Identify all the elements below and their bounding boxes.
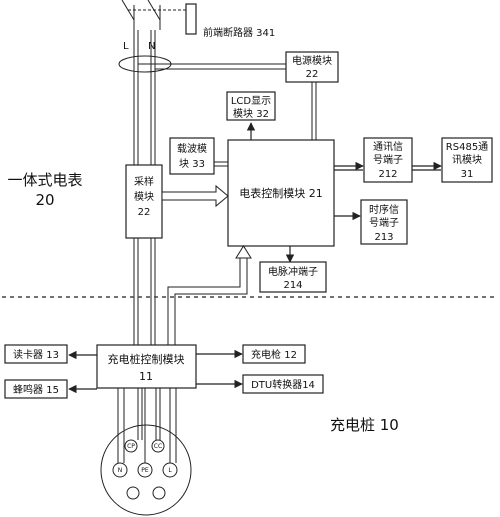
meter-control-label: 电表控制模块 21 [239,186,323,200]
dtu-label: DTU转换器14 [251,378,315,391]
rs485-line3: 31 [461,169,474,180]
charger-control-module [96,344,197,389]
plug-pin-dc-right [152,486,166,500]
svg-text:CC: CC [154,443,162,450]
meter-group-line2: 20 [35,191,54,209]
svg-text:L: L [168,467,172,474]
timing-terminal [360,199,408,245]
carrier-module-line1: 载波模 [177,142,207,155]
power-lines [133,30,286,345]
plug-pin-cp: CP [124,439,138,453]
plug-pin-l: L [162,462,178,478]
rs485-module [441,137,493,183]
breaker-label: 前端断路器 341 [203,26,275,39]
charger-ctrl-line1: 充电桩控制模块 [108,352,185,366]
lcd-module-line2: 模块 32 [233,108,269,120]
power-module-line1: 电源模块 [292,54,332,67]
plug-pin-pe: PE [137,462,153,478]
svg-text:CP: CP [127,443,135,450]
charging-socket [100,424,192,516]
charger-group-label: 充电桩 10 [330,416,399,434]
charge-gun [242,344,306,364]
sampling-module-line2: 模块 [134,191,154,203]
meter-control-module [227,139,335,247]
breaker-switch [121,0,197,35]
phase-l-label: L [123,41,129,52]
charger-ctrl-line2: 11 [139,370,153,383]
comm-terminal-line1: 通讯信 [373,141,403,153]
phase-n-label: N [148,41,155,52]
pulse-terminal-line1: 电脉冲端子 [268,265,318,278]
card-reader [4,344,68,364]
svg-text:PE: PE [141,467,149,474]
rs485-line2: 讯模块 [452,154,482,166]
charger-meter-link [167,245,252,345]
timing-terminal-line3: 213 [374,232,393,243]
comm-terminal [363,137,413,183]
timing-terminal-line2: 号端子 [369,216,399,229]
pulse-terminal [259,261,327,293]
svg-text:N: N [118,467,123,474]
charge-gun-label: 充电枪 12 [251,348,297,361]
lcd-module-line1: LCD显示 [231,95,271,107]
buzzer-label: 蜂鸣器 15 [13,383,59,396]
pulse-terminal-line2: 214 [283,280,302,291]
comm-terminal-line3: 212 [378,169,397,180]
carrier-module [169,137,215,175]
card-reader-label: 读卡器 13 [13,348,59,361]
plug-pin-n: N [112,462,128,478]
sampling-module-line1: 采样 [134,175,154,188]
carrier-module-line2: 块 33 [179,158,205,170]
dtu-converter [242,374,324,394]
sampling-module-line3: 22 [138,207,151,218]
comm-terminal-line2: 号端子 [373,153,403,166]
rs485-line1: RS485通 [446,141,488,153]
meter-group-line1: 一体式电表 [7,171,82,189]
plug-pin-cc: CC [151,439,165,453]
power-module [285,51,339,83]
timing-terminal-line1: 时序信 [369,203,399,216]
buzzer [4,379,68,399]
lcd-module [226,91,276,121]
plug-pin-dc-left [126,486,140,500]
power-module-line2: 22 [306,69,319,80]
sampling-module [125,164,163,239]
sampling-arrow [161,184,229,208]
